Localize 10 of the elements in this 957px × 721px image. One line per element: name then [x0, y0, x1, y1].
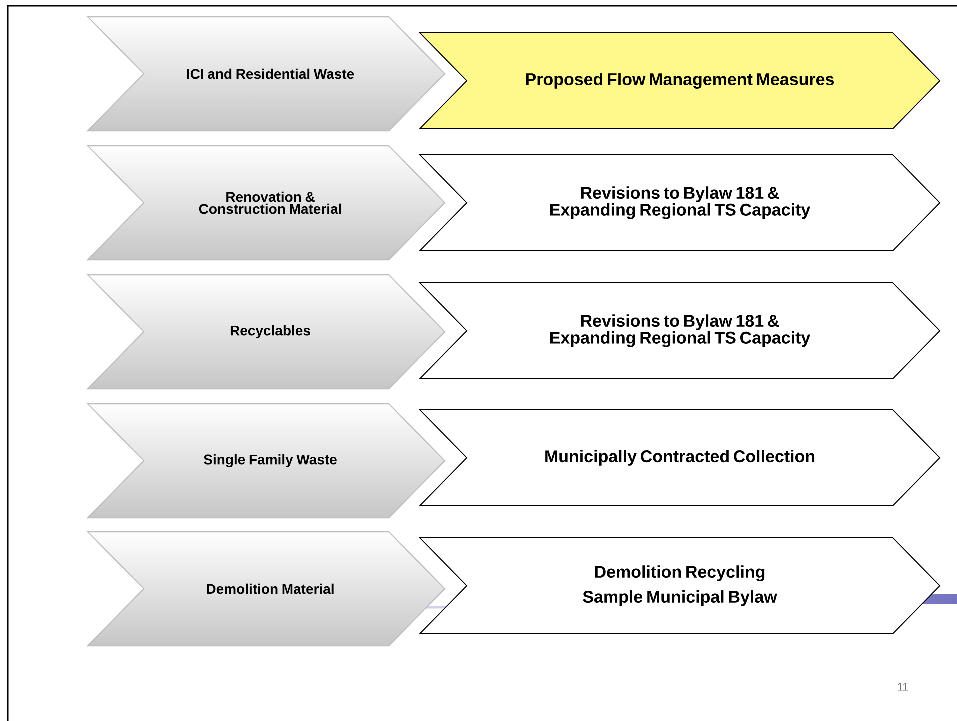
chevron-box: Single Family Waste	[86, 403, 446, 519]
chevron-box: Demolition Recycling Sample Municipal Bylaw	[418, 538, 941, 634]
page-number: 11	[898, 683, 908, 691]
chevron-box: ICI and Residential Waste	[86, 16, 446, 132]
chevron-box: Proposed Flow Management Measures	[418, 32, 941, 130]
chevron-box: Recyclables	[86, 274, 446, 390]
chevron-box: Revisions to Bylaw 181 & Expanding Regional TS Capacity	[418, 282, 941, 380]
chevron-box: Municipally Contracted Collection	[418, 410, 941, 506]
chevron-box: Renovation & Construction Material	[86, 145, 446, 261]
chevron-box: Revisions to Bylaw 181 & Expanding Regional TS Capacity	[418, 154, 941, 252]
